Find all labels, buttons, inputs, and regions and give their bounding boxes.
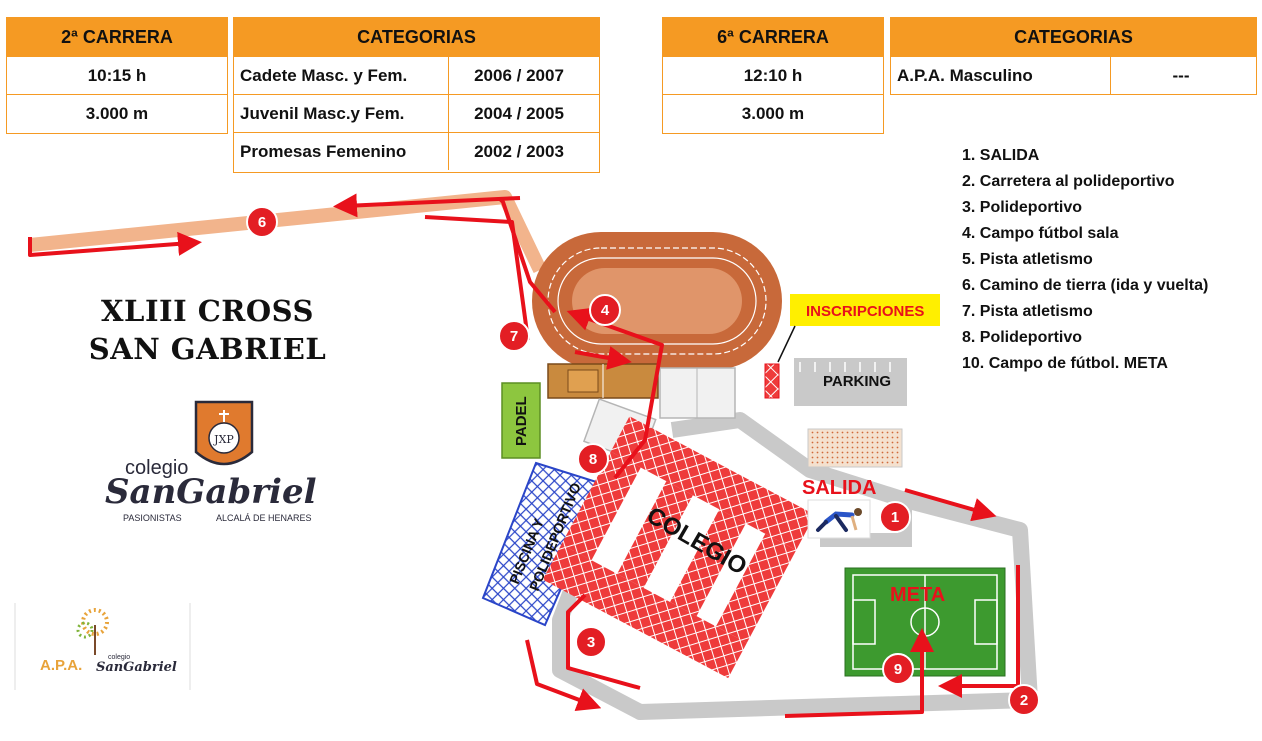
category-name: Juvenil Masc.y Fem. bbox=[234, 95, 449, 132]
dotted-area bbox=[807, 428, 903, 468]
event-title-line2: SAN GABRIEL bbox=[88, 332, 327, 366]
marker-1: 1 bbox=[879, 501, 911, 533]
legend-item: 8. Polideportivo bbox=[962, 329, 1083, 346]
legend-item: 7. Pista atletismo bbox=[962, 303, 1093, 320]
inscripciones-sign bbox=[790, 294, 940, 326]
marker-6: 6 bbox=[246, 206, 278, 238]
race2-time: 10:15 h bbox=[7, 56, 227, 94]
apa-word2: SanGabriel bbox=[96, 660, 177, 675]
legend-item: 6. Camino de tierra (ida y vuelta) bbox=[962, 277, 1209, 294]
marker-label: 1 bbox=[891, 509, 899, 526]
padel-court bbox=[501, 382, 541, 459]
marker-label: 3 bbox=[587, 634, 595, 651]
marker-label: 2 bbox=[1020, 692, 1028, 709]
category-row: Juvenil Masc.y Fem. 2004 / 2005 bbox=[234, 94, 599, 132]
apa-logo: A.P.A. colegio SanGabriel bbox=[14, 603, 191, 690]
marker-8: 8 bbox=[577, 443, 609, 475]
category-row: Promesas Femenino 2002 / 2003 bbox=[234, 132, 599, 170]
football-field bbox=[844, 567, 1006, 677]
logo-word1: colegio bbox=[125, 457, 188, 479]
logo-sub-right: ALCALÁ DE HENARES bbox=[216, 513, 312, 523]
athletics-track bbox=[532, 232, 782, 370]
categories-left-title: CATEGORIAS bbox=[234, 18, 599, 56]
padel-label: PADEL bbox=[513, 396, 530, 446]
race6-box: 6ª CARRERA 12:10 h 3.000 m bbox=[662, 17, 884, 134]
inscripciones-label: INSCRIPCIONES bbox=[806, 303, 924, 320]
route-segment bbox=[525, 639, 602, 711]
parking-area bbox=[794, 358, 907, 406]
category-years: --- bbox=[1172, 66, 1190, 85]
crest-monogram: JXP bbox=[213, 433, 234, 446]
route-segment bbox=[566, 593, 641, 690]
marker-4: 4 bbox=[589, 294, 621, 326]
marker-9: 9 bbox=[882, 653, 914, 685]
route-legend: 1. SALIDA 2. Carretera al polideportivo … bbox=[962, 143, 1208, 377]
legend-item: 5. Pista atletismo bbox=[962, 251, 1093, 268]
category-years: 2004 / 2005 bbox=[474, 104, 564, 123]
apa-text: A.P.A. bbox=[40, 657, 82, 674]
apa-word1: colegio bbox=[108, 654, 130, 661]
pool-building bbox=[481, 461, 608, 627]
salida-label: SALIDA bbox=[802, 477, 876, 499]
school-logo: JXP colegio SanGabriel PASIONISTAS ALCAL… bbox=[105, 400, 317, 523]
categories-right-box: CATEGORIAS A.P.A. Masculino --- bbox=[890, 17, 1257, 95]
route-segment bbox=[574, 346, 632, 370]
legend-item: 1. SALIDA bbox=[962, 147, 1040, 164]
parking-label: PARKING bbox=[823, 373, 891, 390]
race2-title: 2ª CARRERA bbox=[7, 18, 227, 56]
futsal-court bbox=[547, 363, 659, 399]
inscripciones-desk bbox=[764, 363, 780, 399]
marker-label: 4 bbox=[601, 302, 610, 319]
route-segment bbox=[784, 628, 934, 718]
dirt-path bbox=[29, 190, 547, 274]
event-title-line1: XLIII CROSS bbox=[101, 294, 314, 328]
route-segment bbox=[333, 193, 521, 218]
category-years: 2002 / 2003 bbox=[474, 142, 564, 161]
race2-distance: 3.000 m bbox=[7, 94, 227, 132]
category-years: 2006 / 2007 bbox=[474, 66, 564, 85]
meta-label: META bbox=[890, 584, 945, 606]
category-row: Cadete Masc. y Fem. 2006 / 2007 bbox=[234, 56, 599, 94]
marker-label: 9 bbox=[894, 661, 902, 678]
route-segment bbox=[498, 197, 557, 314]
race6-distance: 3.000 m bbox=[663, 94, 883, 132]
category-row: A.P.A. Masculino --- bbox=[891, 56, 1256, 94]
race6-title: 6ª CARRERA bbox=[663, 18, 883, 56]
event-title: XLIII CROSS SAN GABRIEL bbox=[60, 292, 355, 368]
legend-item: 4. Campo fútbol sala bbox=[962, 225, 1119, 242]
route-segment bbox=[904, 488, 997, 522]
legend-item: 3. Polideportivo bbox=[962, 199, 1083, 216]
category-name: Promesas Femenino bbox=[234, 133, 449, 170]
route-segment bbox=[424, 215, 530, 341]
legend-item: 2. Carretera al polideportivo bbox=[962, 173, 1175, 190]
logo-word2: SanGabriel bbox=[105, 472, 317, 512]
categories-right-title: CATEGORIAS bbox=[891, 18, 1256, 56]
runner-start-icon bbox=[807, 499, 871, 539]
race6-time: 12:10 h bbox=[663, 56, 883, 94]
logo-sub-left: PASIONISTAS bbox=[123, 513, 182, 523]
category-name: Cadete Masc. y Fem. bbox=[234, 57, 449, 94]
marker-2: 2 bbox=[1008, 684, 1040, 716]
marker-label: 7 bbox=[510, 328, 518, 345]
race2-box: 2ª CARRERA 10:15 h 3.000 m bbox=[6, 17, 228, 134]
route-segment bbox=[566, 307, 664, 480]
colegio-building bbox=[542, 416, 815, 679]
marker-label: 6 bbox=[258, 214, 266, 231]
marker-label: 8 bbox=[589, 451, 597, 468]
road bbox=[552, 412, 1038, 720]
marker-3: 3 bbox=[575, 626, 607, 658]
category-name: A.P.A. Masculino bbox=[891, 57, 1111, 94]
legend-item: 10. Campo de fútbol. META bbox=[962, 355, 1168, 372]
marker-7: 7 bbox=[498, 320, 530, 352]
categories-left-box: CATEGORIAS Cadete Masc. y Fem. 2006 / 200… bbox=[233, 17, 600, 173]
route-segment bbox=[28, 231, 202, 257]
